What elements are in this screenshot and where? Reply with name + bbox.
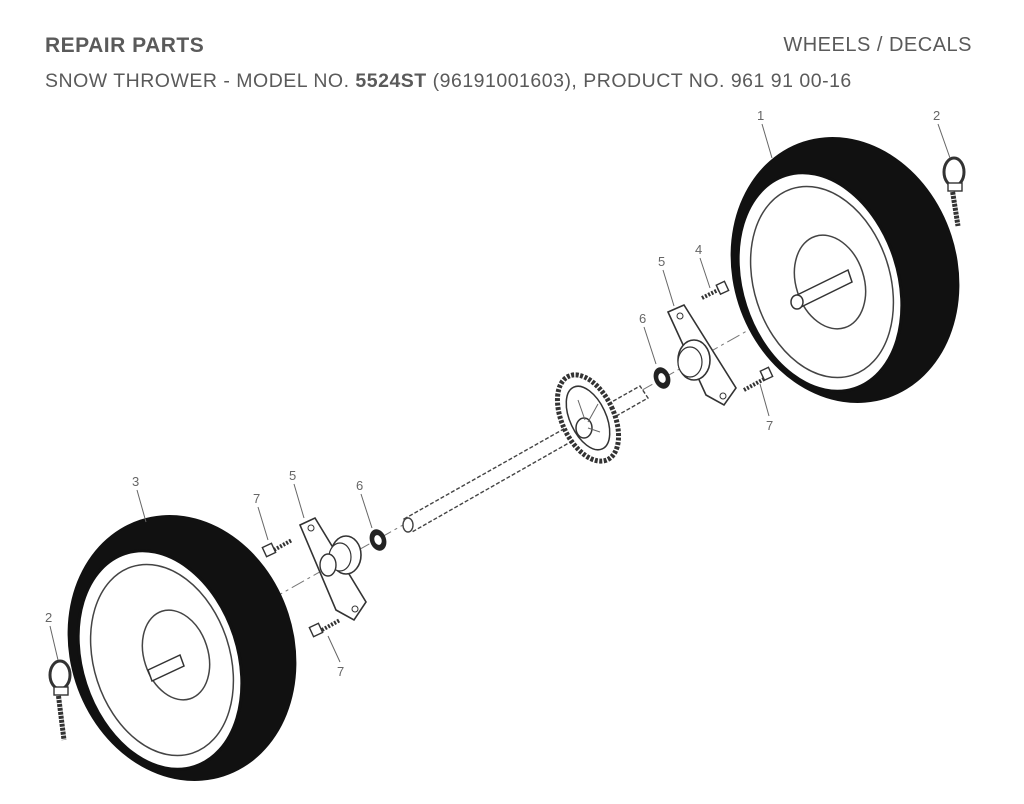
callout-6-left: 6 — [356, 478, 363, 493]
ring-pin-right — [942, 156, 966, 227]
bolt-4 — [701, 280, 730, 300]
subtitle-suffix: (96191001603), PRODUCT NO. 961 91 00-16 — [426, 70, 852, 92]
subtitle-prefix: SNOW THROWER - MODEL NO. — [45, 70, 356, 92]
bolt-7-left-upper — [261, 538, 293, 558]
callout-5-right: 5 — [658, 254, 665, 269]
page-title: REPAIR PARTS — [45, 34, 205, 57]
hub-tube-left — [147, 653, 185, 683]
callout-2-right: 2 — [933, 108, 940, 123]
drive-gear — [554, 372, 622, 464]
model-number: 5524ST — [355, 70, 427, 92]
callout-1: 1 — [757, 108, 764, 123]
bolt-7-right — [743, 366, 774, 392]
bearing-flange-left — [298, 516, 367, 622]
bolt-7-left-lower — [308, 618, 341, 638]
callout-3: 3 — [132, 474, 139, 489]
ring-pin-left — [48, 659, 72, 741]
wheel-right — [730, 137, 960, 403]
washer-right — [653, 367, 671, 389]
rim-left — [76, 549, 244, 771]
callout-7-left-upper: 7 — [253, 491, 260, 506]
bearing-flange-right — [666, 303, 737, 407]
callout-5-left: 5 — [289, 468, 296, 483]
rim-right — [736, 171, 904, 393]
hub-right — [793, 234, 867, 330]
wheel-left — [67, 515, 297, 781]
rim-inner-left — [89, 563, 235, 757]
callout-7-left-lower: 7 — [337, 664, 344, 679]
hub-left — [141, 609, 211, 701]
callouts: 1 2 2 3 4 5 5 6 6 7 7 7 — [45, 108, 951, 679]
callout-7-right: 7 — [766, 418, 773, 433]
callout-2-left: 2 — [45, 610, 52, 625]
section-title: WHEELS / DECALS — [783, 34, 972, 56]
hub-bore-right — [790, 294, 804, 310]
model-subtitle: SNOW THROWER - MODEL NO. 5524ST (9619100… — [45, 70, 852, 93]
callout-6-right: 6 — [639, 311, 646, 326]
rim-inner-right — [749, 185, 895, 379]
callout-4: 4 — [695, 242, 702, 257]
washer-left — [369, 529, 387, 551]
